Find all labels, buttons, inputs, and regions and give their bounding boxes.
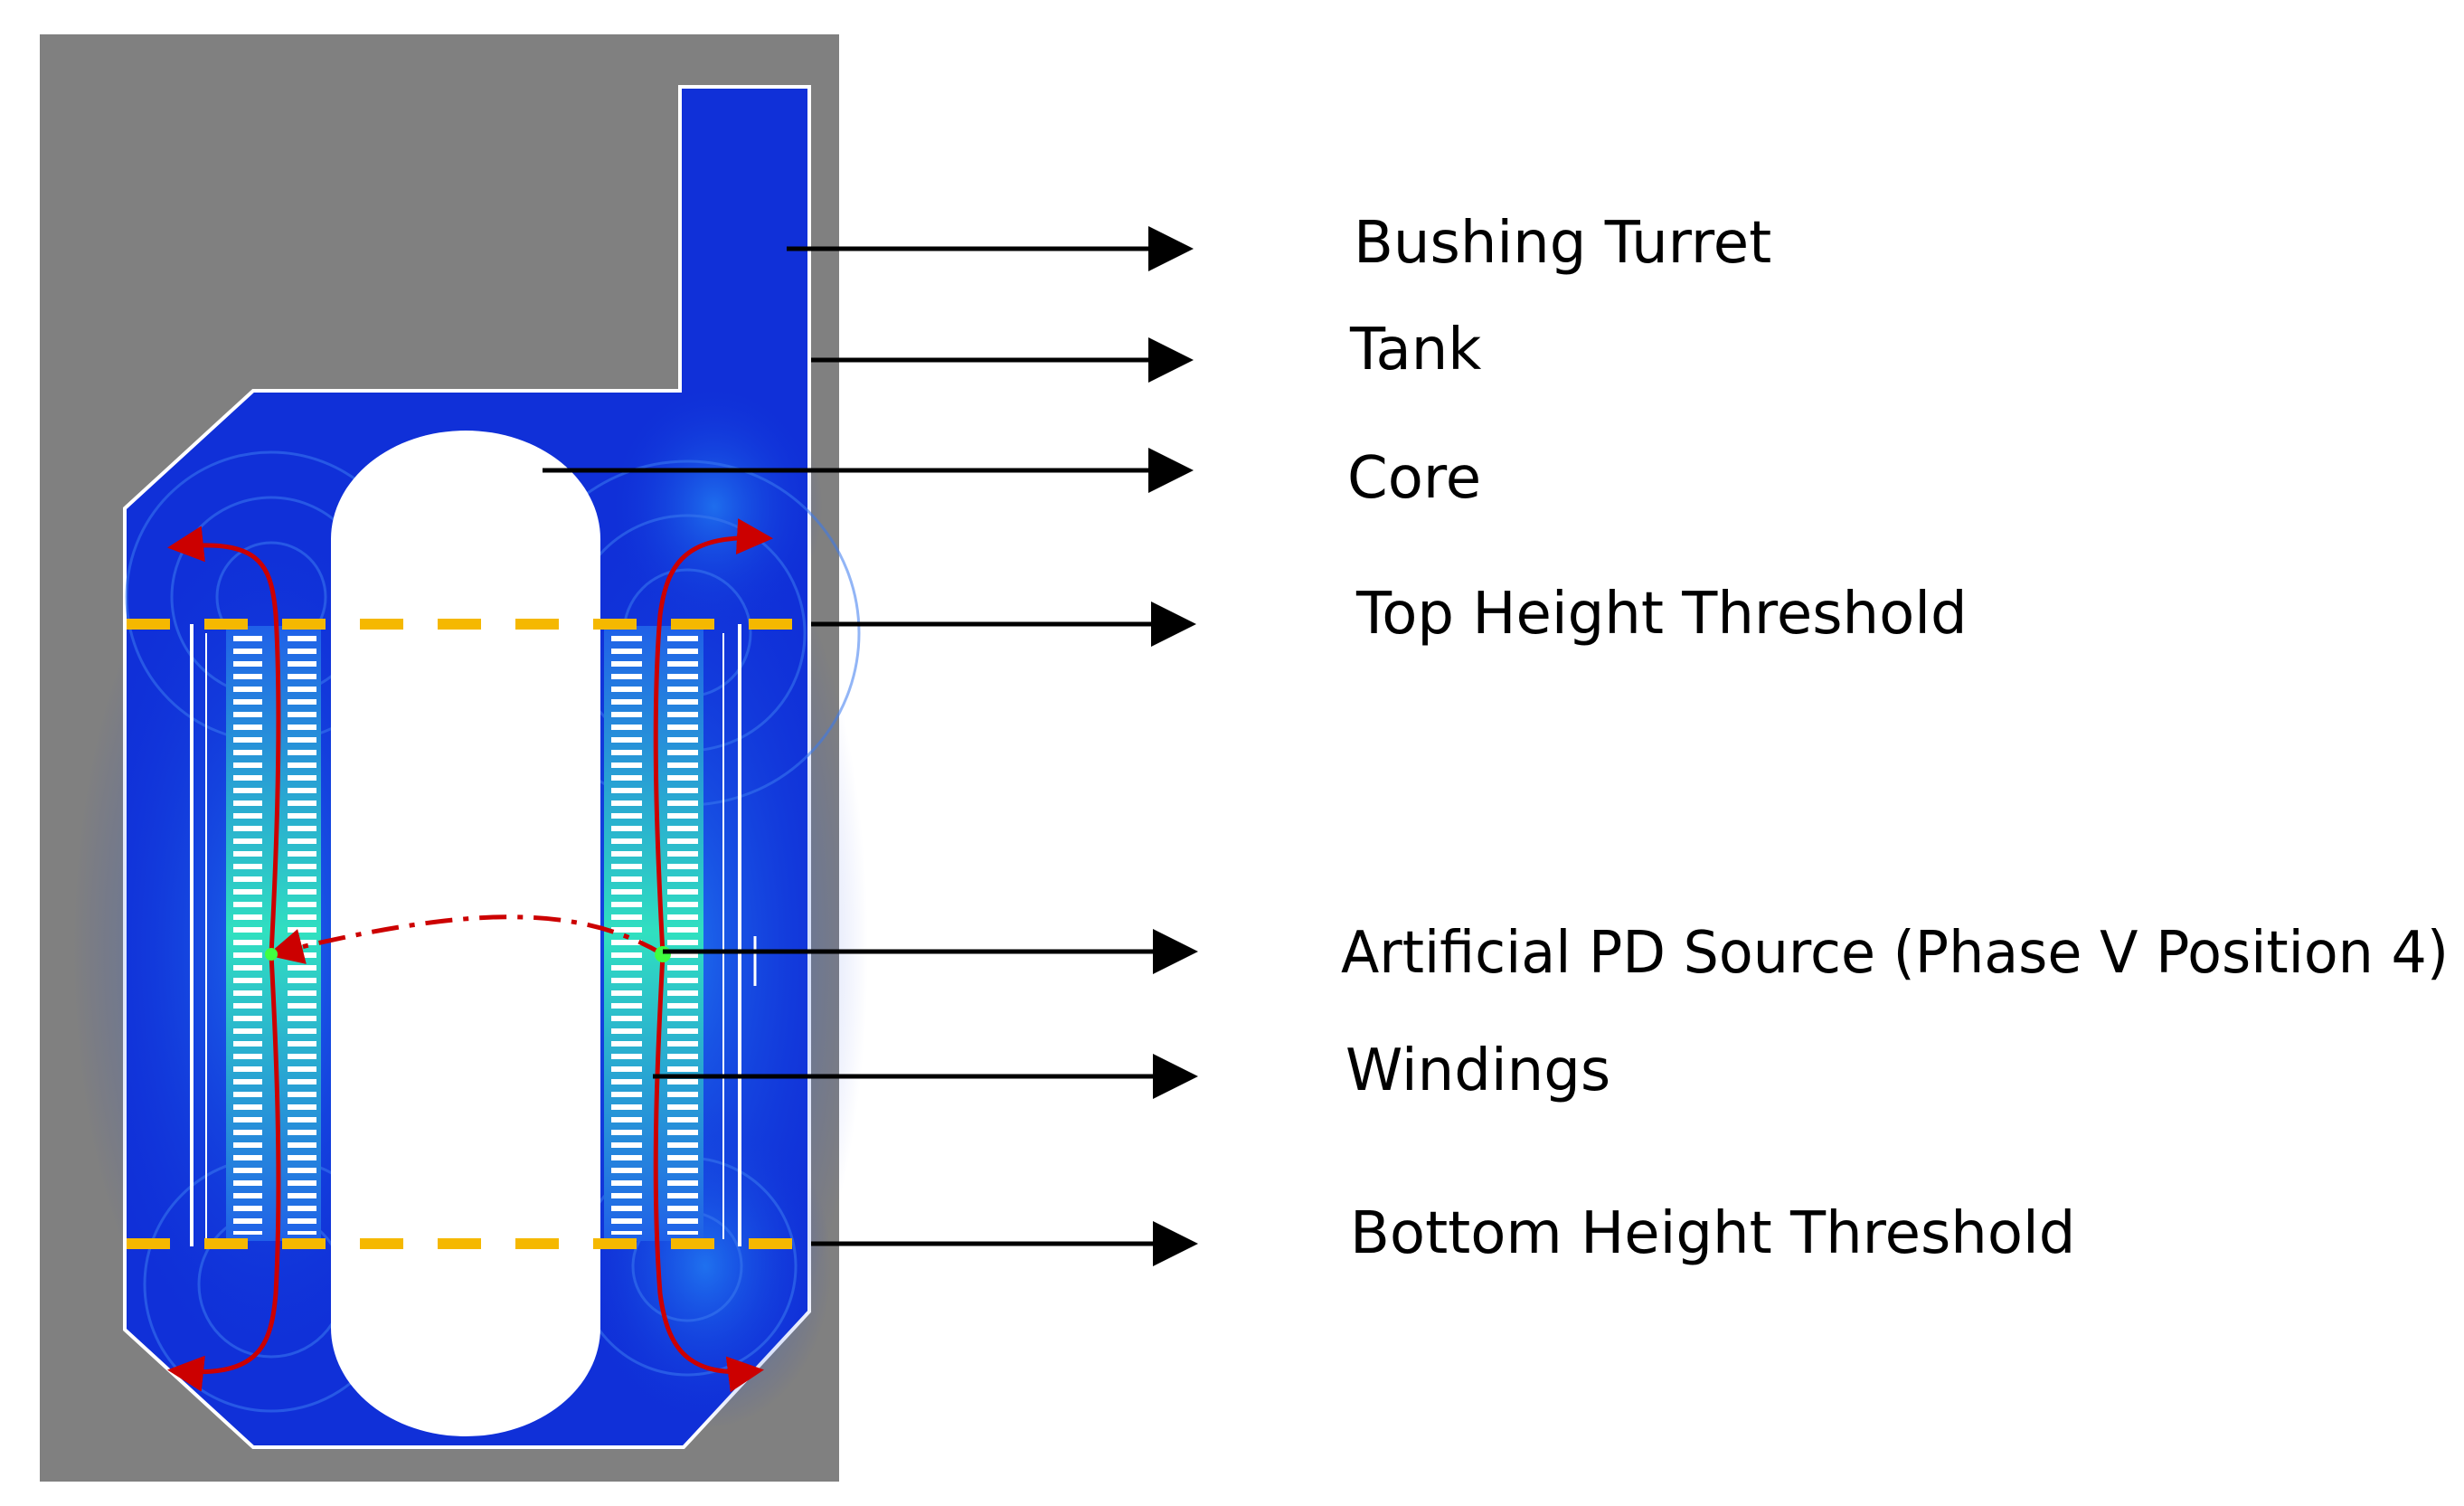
pd-source-reflection xyxy=(265,948,278,961)
bottom-threshold-label: Bottom Height Threshold xyxy=(1350,1200,2075,1267)
pd-source-label: Artificial PD Source (Phase V Position 4… xyxy=(1341,920,2449,987)
windings-label: Windings xyxy=(1345,1037,1610,1104)
top-threshold-label: Top Height Threshold xyxy=(1355,581,1968,648)
tank-label: Tank xyxy=(1349,317,1481,384)
pd-source-point xyxy=(655,946,671,962)
propagation-arrows xyxy=(167,518,773,1393)
core xyxy=(331,431,600,1436)
bushing-turret-label: Bushing Turret xyxy=(1354,210,1771,277)
core-label: Core xyxy=(1347,445,1481,512)
callouts xyxy=(543,226,1198,1266)
